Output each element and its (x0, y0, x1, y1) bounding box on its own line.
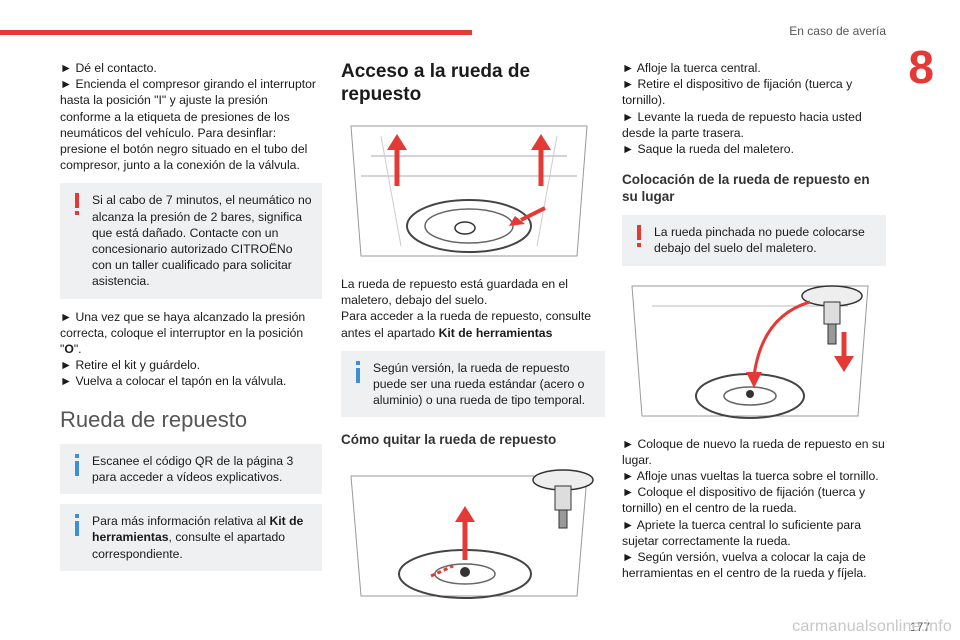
info-note: Para más información relativa al Kit de … (60, 504, 322, 571)
step-text: ► Afloje la tuerca central. (622, 61, 761, 75)
step-text: ► Retire el kit y guárdelo. (60, 358, 201, 373)
refit-wheel-illustration (631, 284, 869, 419)
step-text: ► Según versión, vuelva a colocar la caj… (622, 550, 867, 581)
trunk-floor-illustration (341, 116, 597, 266)
watermark: carmanualsonline.info (792, 618, 952, 635)
section-title: Rueda de repuesto (60, 406, 248, 432)
chapter-number: 8 (908, 41, 934, 93)
warning-icon (72, 193, 82, 216)
subsection-title: Cómo quitar la rueda de repuesto (341, 432, 557, 448)
info-text: Según versión, la rueda de repuesto pued… (373, 360, 586, 408)
info-icon (72, 453, 82, 476)
section-header: En caso de avería (789, 24, 886, 38)
step-text: ► Coloque el dispositivo de fijación (tu… (622, 485, 866, 516)
warning-text: La rueda pinchada no puede colocarse deb… (654, 225, 865, 256)
article-title: Acceso a la rueda de repuesto (341, 61, 531, 105)
step-text: ► Dé el contacto. (60, 61, 157, 75)
info-icon (72, 514, 82, 537)
body-text: Para acceder a la rueda de repuesto, con… (341, 309, 592, 340)
column-3: ► Afloje la tuerca central. ► Retire el … (622, 60, 886, 581)
warning-note: Si al cabo de 7 minutos, el neumático no… (60, 183, 322, 299)
step-text: ► Afloje unas vueltas la tuerca sobre el… (622, 469, 879, 484)
info-text: Escanee el código QR de la página 3 para… (92, 453, 294, 485)
warning-note: La rueda pinchada no puede colocarse deb… (622, 215, 886, 266)
info-note: Según versión, la rueda de repuesto pued… (341, 350, 605, 418)
step-text: ► Saque la rueda del maletero. (622, 142, 794, 157)
page-number: 177 (909, 620, 930, 634)
header-red-bar (0, 30, 472, 35)
column-2: Acceso a la rueda de repuesto La rueda d… (341, 60, 605, 611)
body-text: La rueda de repuesto está guardada en el… (341, 277, 568, 308)
info-note: Escanee el código QR de la página 3 para… (60, 443, 322, 495)
subsection-title: Colocación de la rueda de repuesto en su… (622, 172, 870, 205)
step-text: ► Una vez que se haya alcanzado la presi… (60, 309, 306, 357)
step-text: ► Retire el dispositivo de fijación (tue… (622, 77, 853, 108)
step-text: ► Coloque de nuevo la rueda de repuesto … (622, 436, 885, 467)
warning-icon (634, 225, 644, 248)
remove-wheel-illustration (350, 469, 594, 600)
step-text: ► Encienda el compresor girando el inter… (60, 77, 316, 173)
column-1: ► Dé el contacto. ► Encienda el compreso… (60, 60, 322, 581)
warning-text: Si al cabo de 7 minutos, el neumático no… (92, 193, 312, 289)
info-text: Para más información relativa al Kit de … (92, 514, 304, 561)
info-icon (353, 360, 363, 383)
step-text: ► Levante la rueda de repuesto hacia ust… (622, 109, 862, 140)
step-text: ► Apriete la tuerca central lo suficient… (622, 517, 862, 548)
step-text: ► Vuelva a colocar el tapón en la válvul… (60, 374, 287, 389)
